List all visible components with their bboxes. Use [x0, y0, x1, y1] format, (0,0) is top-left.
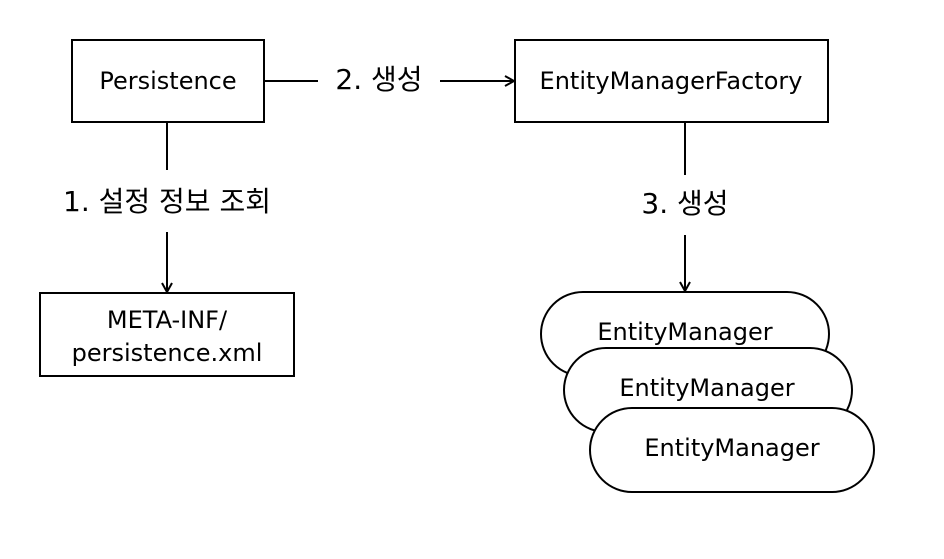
entity-manager-label-3: EntityManager — [644, 434, 819, 462]
edge-create-managers-label: 3. 생성 — [641, 187, 728, 220]
edge-create-factory: 2. 생성 — [264, 63, 514, 96]
edge-create-managers: 3. 생성 — [641, 122, 729, 291]
edge-create-factory-label: 2. 생성 — [335, 63, 422, 96]
persistence-node: Persistence — [71, 39, 265, 123]
entity-manager-node-3: EntityManager — [589, 407, 875, 493]
persistence-label: Persistence — [99, 67, 236, 95]
persistence-xml-label-line2: persistence.xml — [72, 339, 263, 367]
persistence-xml-label-line1: META-INF/ — [107, 306, 228, 334]
entity-manager-factory-node: EntityManagerFactory — [514, 39, 829, 123]
entity-manager-label-2: EntityManager — [619, 374, 794, 402]
persistence-xml-node: META-INF/ persistence.xml — [39, 292, 295, 377]
edge-read-config-label: 1. 설정 정보 조회 — [63, 185, 271, 218]
entity-manager-factory-label: EntityManagerFactory — [540, 67, 803, 95]
entity-manager-label-1: EntityManager — [597, 318, 772, 346]
edge-read-config: 1. 설정 정보 조회 — [63, 122, 271, 292]
